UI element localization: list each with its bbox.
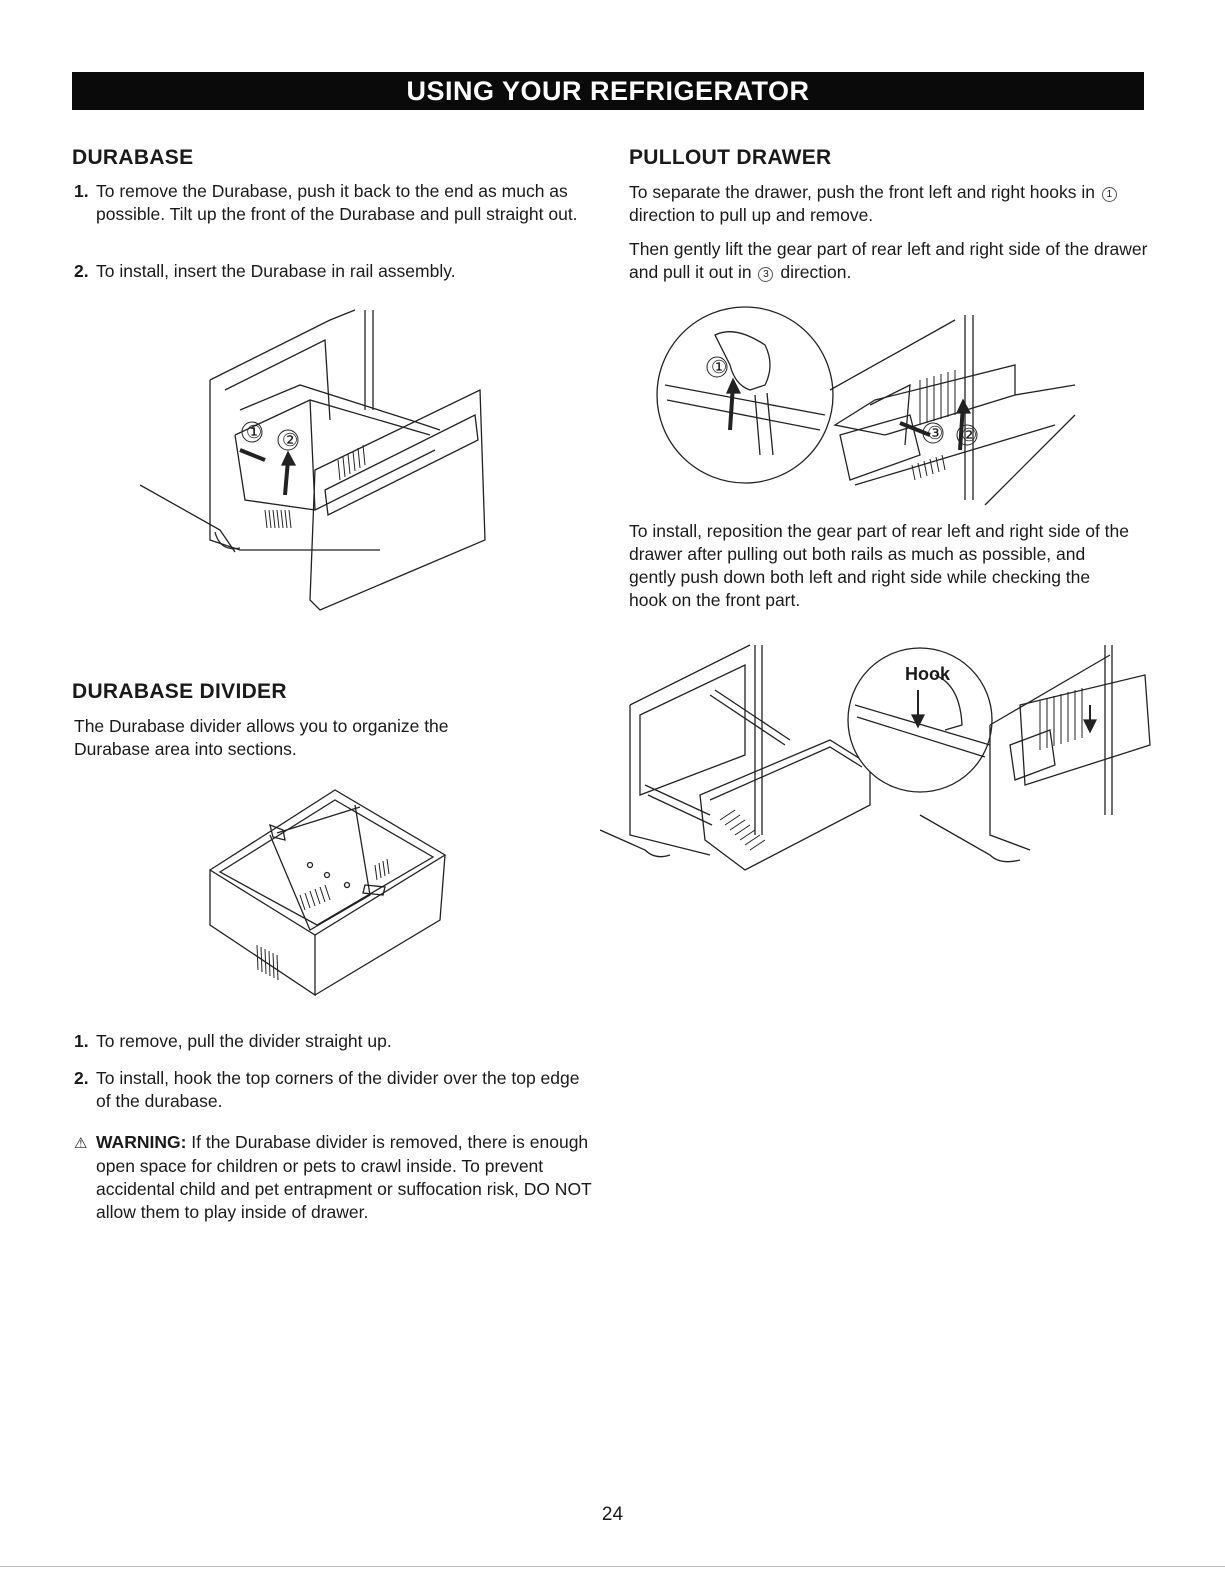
callout-1: ① bbox=[711, 357, 727, 377]
pullout-paragraph-1: To separate the drawer, push the front l… bbox=[629, 181, 1149, 227]
divider-step-1: 1. To remove, pull the divider straight u… bbox=[74, 1030, 606, 1053]
hook-label: Hook bbox=[905, 664, 951, 684]
warning-text: If the Durabase divider is removed, ther… bbox=[96, 1132, 592, 1222]
durabase-step-2: 2. To install, insert the Durabase in rai… bbox=[74, 260, 606, 283]
callout-2: ② bbox=[961, 425, 977, 445]
pullout-p1-text-a: To separate the drawer, push the front l… bbox=[629, 182, 1095, 202]
divider-step-2: 2. To install, hook the top corners of th… bbox=[74, 1067, 596, 1113]
pullout-install-text: To install, reposition the gear part of … bbox=[629, 521, 1130, 610]
direction-3-marker: 3 bbox=[758, 267, 774, 282]
step-text: To install, insert the Durabase in rail … bbox=[96, 261, 456, 281]
callout-1: ① bbox=[246, 422, 262, 442]
callout-3: ③ bbox=[927, 423, 943, 443]
direction-1-marker: 1 bbox=[1101, 187, 1117, 202]
step-text: To remove the Durabase, push it back to … bbox=[96, 181, 578, 224]
pullout-heading: PULLOUT DRAWER bbox=[629, 146, 832, 169]
pullout-removal-illustration: ① ③ ② bbox=[655, 305, 1080, 510]
page-header-title: USING YOUR REFRIGERATOR bbox=[406, 75, 810, 106]
step-number: 2. bbox=[74, 1068, 89, 1088]
pullout-paragraph-2: Then gently lift the gear part of rear l… bbox=[629, 238, 1149, 284]
pullout-p2-text-b: direction. bbox=[780, 262, 852, 282]
pullout-install-illustration: Hook bbox=[600, 635, 1160, 875]
durabase-heading: DURABASE bbox=[72, 146, 194, 169]
bottom-divider bbox=[0, 1566, 1225, 1567]
step-number: 1. bbox=[74, 1031, 89, 1051]
step-number: 2. bbox=[74, 261, 89, 281]
durabase-removal-illustration: ① ② bbox=[140, 300, 500, 620]
step-text: To remove, pull the divider straight up. bbox=[96, 1031, 392, 1051]
warning-label: WARNING: bbox=[96, 1132, 187, 1152]
divider-intro: The Durabase divider allows you to organ… bbox=[74, 716, 449, 759]
divider-heading: DURABASE DIVIDER bbox=[72, 680, 287, 703]
warning-triangle-icon: ⚠ bbox=[74, 1135, 88, 1152]
step-number: 1. bbox=[74, 181, 89, 201]
pullout-p1-text-b: direction to pull up and remove. bbox=[629, 205, 874, 225]
divider-warning: ⚠ WARNING: If the Durabase divider is rem… bbox=[74, 1131, 608, 1224]
callout-2: ② bbox=[282, 430, 298, 450]
pullout-p2-text-a: Then gently lift the gear part of rear l… bbox=[629, 239, 1148, 282]
step-text: To install, hook the top corners of the … bbox=[96, 1068, 580, 1111]
page-header: USING YOUR REFRIGERATOR bbox=[72, 72, 1144, 110]
page-number: 24 bbox=[601, 1504, 624, 1525]
durabase-step-1: 1. To remove the Durabase, push it back t… bbox=[74, 180, 606, 226]
durabase-divider-illustration bbox=[195, 785, 465, 1005]
